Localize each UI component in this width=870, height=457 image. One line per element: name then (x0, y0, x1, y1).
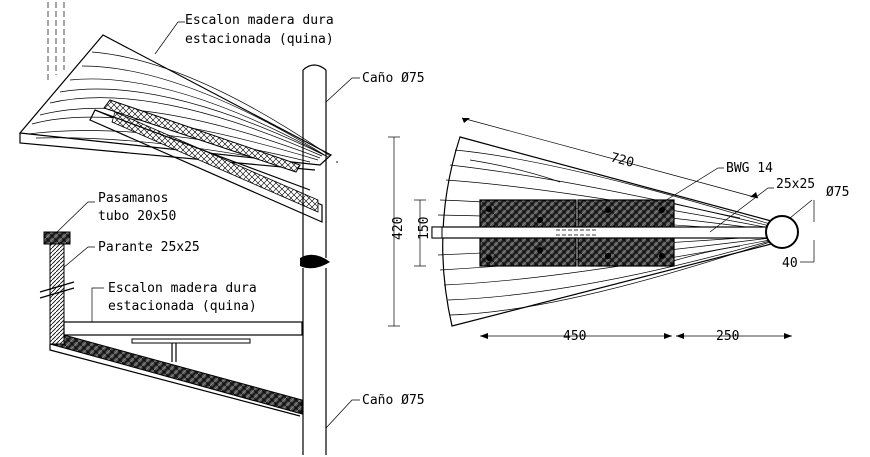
escalon-bottom-label-2: estacionada (quina) (108, 299, 257, 314)
handrail-section (43, 231, 71, 245)
dim-420: 420 (388, 136, 406, 327)
dim-250-text: 250 (716, 329, 739, 344)
escalon-top-label-1: Escalon madera dura (185, 13, 334, 28)
stringer-section (49, 334, 303, 415)
dim-150: 150 (414, 199, 432, 267)
dim-420-text: 420 (391, 217, 406, 240)
cano-top-label: Caño Ø75 (362, 71, 425, 86)
plan-center-bar (431, 226, 773, 239)
cano-bottom-label: Caño Ø75 (362, 393, 425, 408)
tread-plate (103, 99, 301, 173)
vertical-pipe (300, 64, 330, 455)
dim-150-text: 150 (417, 217, 432, 240)
isometric-step (18, 2, 333, 223)
dim-450-text: 450 (563, 329, 586, 344)
parante-label: Parante 25x25 (98, 240, 200, 255)
tube-75-label: Ø75 (826, 185, 849, 200)
tube-25-label: 25x25 (776, 177, 815, 192)
plan-view (431, 136, 799, 327)
dim-720: 720 (461, 117, 759, 199)
isometric-tread (18, 34, 333, 166)
tread-section (63, 321, 303, 336)
dim-720-text: 720 (609, 150, 636, 171)
pasamanos-label-1: Pasamanos (98, 191, 168, 206)
plan-tread-outline (442, 136, 776, 327)
section-view (39, 231, 303, 417)
dim-40-text: 40 (782, 256, 798, 271)
escalon-bottom-label-1: Escalon madera dura (108, 281, 257, 296)
pasamanos-label-2: tubo 20x50 (98, 209, 176, 224)
dim-450: 450 (480, 329, 672, 344)
plan-pipe-circle (765, 215, 799, 249)
escalon-top-label-2: estacionada (quina) (185, 32, 334, 47)
dim-40: 40 (782, 240, 815, 271)
bwg-label: BWG 14 (726, 161, 773, 176)
dim-250: 250 (676, 329, 792, 344)
